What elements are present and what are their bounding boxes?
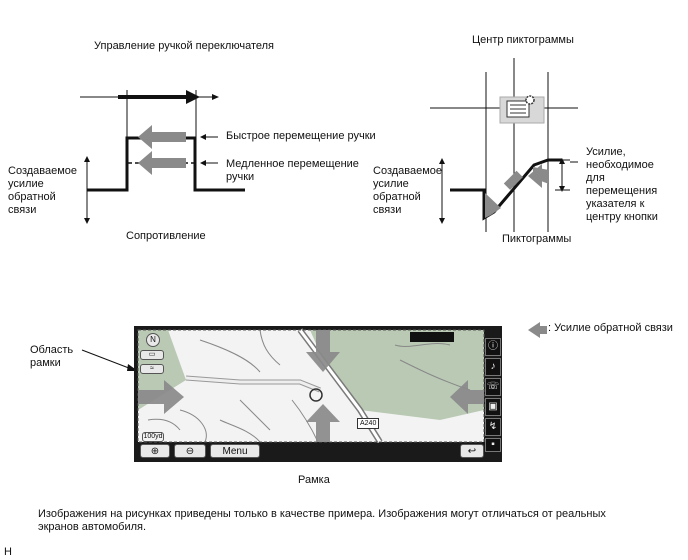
- road-label: A240: [357, 418, 380, 429]
- screen-caption: Рамка: [298, 474, 330, 486]
- zoom-in-button[interactable]: ⊕: [140, 444, 170, 458]
- slow-movement-label-1: Медленное перемещение: [226, 158, 359, 170]
- frame-area-label: Область рамки: [30, 344, 74, 369]
- right-y-axis-label: Создаваемое усилие обратной связи: [373, 165, 443, 216]
- figure-code: H: [4, 546, 12, 558]
- right-x-axis-label: Пиктограммы: [502, 233, 572, 245]
- left-diagram-title: Управление ручкой переключателя: [94, 40, 275, 52]
- map-view-icon[interactable]: ▭: [140, 350, 164, 360]
- car-icon[interactable]: ▣: [485, 398, 501, 416]
- display-icon[interactable]: ▪: [485, 438, 501, 452]
- info-icon[interactable]: ⓘ: [485, 338, 501, 356]
- back-button[interactable]: ↩: [460, 444, 484, 458]
- zoom-out-button[interactable]: ⊖: [174, 444, 206, 458]
- compass-icon[interactable]: N: [146, 333, 160, 347]
- navigation-icon[interactable]: ↯: [485, 418, 501, 436]
- footer-note: Изображения на рисунках приведены только…: [38, 508, 606, 533]
- phone-icon[interactable]: ☏: [485, 378, 501, 396]
- right-diagram-title: Центр пиктограммы: [472, 34, 574, 46]
- slow-movement-label-2: ручки: [226, 171, 255, 183]
- force-required-label: Усилие, необходимое для перемещения указ…: [586, 146, 658, 223]
- legend-label: : Усилие обратной связи: [548, 322, 673, 334]
- left-x-axis-label: Сопротивление: [126, 230, 206, 242]
- left-y-axis-label: Создаваемое усилие обратной связи: [8, 165, 78, 216]
- music-icon[interactable]: ♪: [485, 358, 501, 376]
- traffic-icon[interactable]: ≈: [140, 364, 164, 374]
- fast-movement-label: Быстрое перемещение ручки: [226, 130, 376, 142]
- scale-indicator: 100yd: [142, 432, 164, 442]
- menu-button[interactable]: Menu: [210, 444, 260, 458]
